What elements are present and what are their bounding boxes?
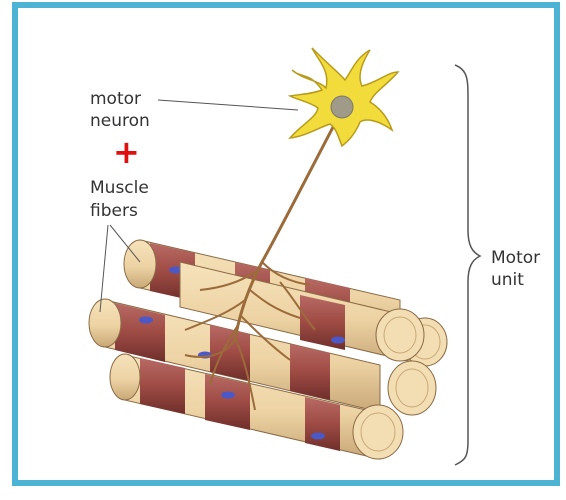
label-muscle-fibers-line2: fibers xyxy=(90,200,138,222)
label-motor-neuron-line1: motor xyxy=(90,88,141,110)
muscle-fiber-bundle xyxy=(89,240,447,459)
label-motor-unit-line1: Motor xyxy=(491,247,540,269)
plus-sign: + xyxy=(113,136,140,168)
label-motor-neuron-line2: neuron xyxy=(90,110,150,132)
motor-unit-brace xyxy=(455,65,480,465)
label-motor-unit-line2: unit xyxy=(491,269,524,291)
label-muscle-fibers-line1: Muscle xyxy=(90,177,149,199)
neuron-nucleus xyxy=(331,96,353,118)
